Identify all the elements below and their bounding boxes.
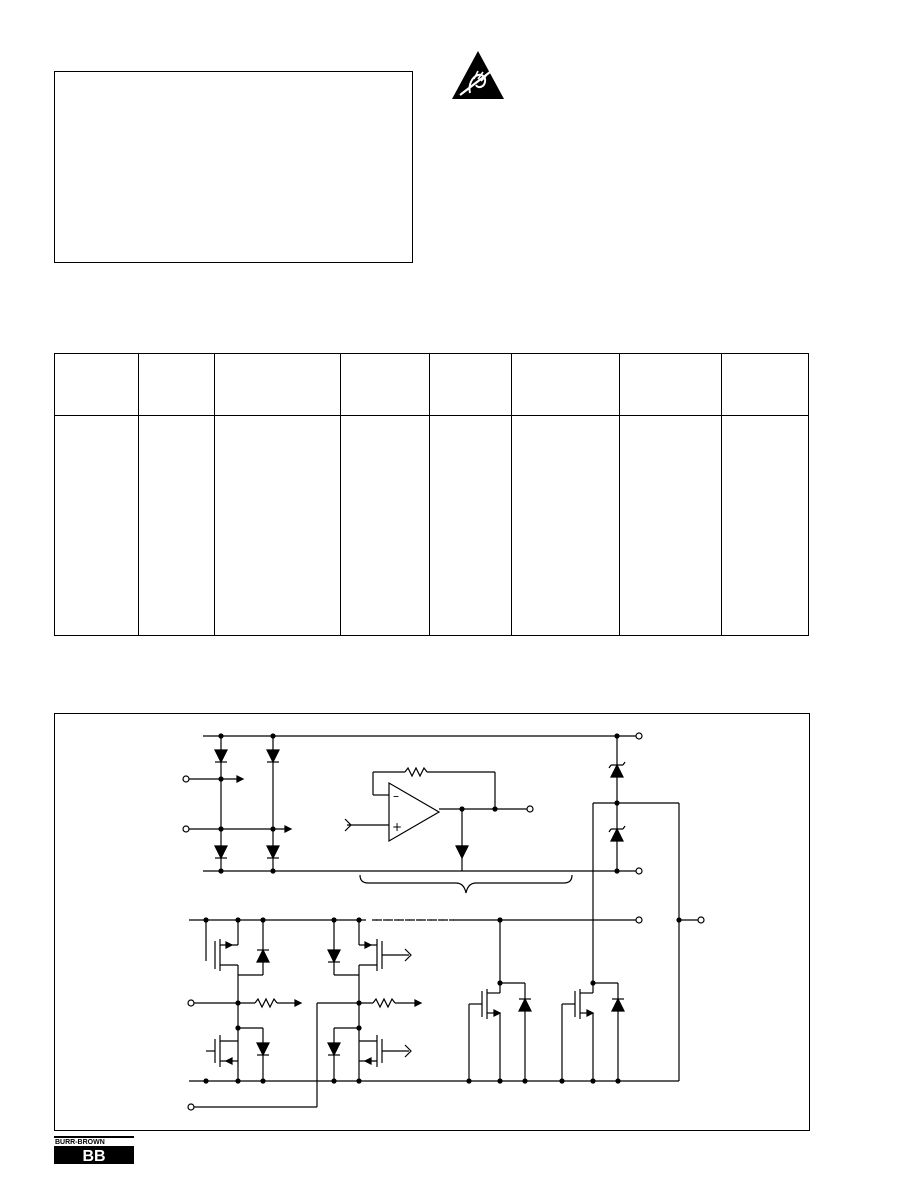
table-column-divider	[619, 354, 620, 635]
burr-brown-logo: BURR-BROWN BB	[54, 1136, 134, 1165]
logo-mark: BB	[82, 1148, 105, 1164]
absolute-ratings-box	[54, 71, 413, 263]
table-column-divider	[721, 354, 722, 635]
logo-text: BURR-BROWN	[55, 1139, 105, 1146]
ordering-information-table	[54, 353, 809, 636]
table-column-divider	[511, 354, 512, 635]
esd-warning-icon	[450, 49, 506, 101]
table-column-divider	[214, 354, 215, 635]
table-header-divider	[55, 415, 808, 416]
table-column-divider	[138, 354, 139, 635]
table-column-divider	[340, 354, 341, 635]
svg-text:–: –	[393, 789, 399, 803]
table-column-divider	[429, 354, 430, 635]
svg-text:+: +	[392, 820, 402, 834]
equivalent-circuit-schematic: – +	[54, 713, 810, 1131]
